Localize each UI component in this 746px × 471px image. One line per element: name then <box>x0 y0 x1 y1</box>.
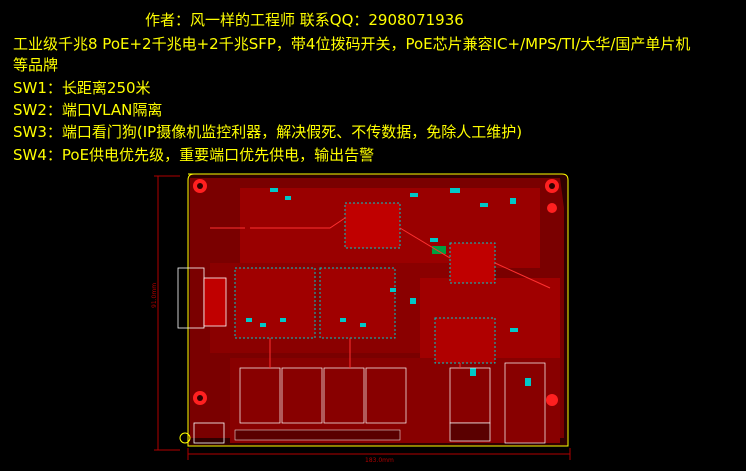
spec-line-2: 等品牌 <box>13 56 59 74</box>
pcb-layout-view: 91.0mm 183.0mm <box>151 173 571 464</box>
switch-chips <box>234 202 496 364</box>
ethernet-ports <box>239 362 546 444</box>
sw3-note: SW3：端口看门狗(IP摄像机监控利器，解决假死、不传数据，免除人工维护) <box>13 123 523 141</box>
sw1-note: SW1：长距离250米 <box>13 79 151 97</box>
power-connectors <box>177 267 227 444</box>
smd-components <box>246 188 531 386</box>
sw4-note: SW4：PoE供电优先级，重要端口优先供电，输出告警 <box>13 146 375 164</box>
header-strip <box>234 429 401 441</box>
width-dimension-label: 183.0mm <box>365 457 394 464</box>
height-dimension-label: 91.0mm <box>151 283 158 308</box>
spec-line-1: 工业级千兆8 PoE+2千兆电+2千兆SFP，带4位拨码开关，PoE芯片兼容IC… <box>13 35 691 53</box>
sw2-note: SW2：端口VLAN隔离 <box>13 101 163 119</box>
dimension-lines <box>154 175 571 460</box>
mounting-holes <box>179 179 559 444</box>
signal-traces <box>210 217 551 368</box>
author-contact-line: 作者：风一样的工程师 联系QQ：2908071936 <box>145 11 464 29</box>
